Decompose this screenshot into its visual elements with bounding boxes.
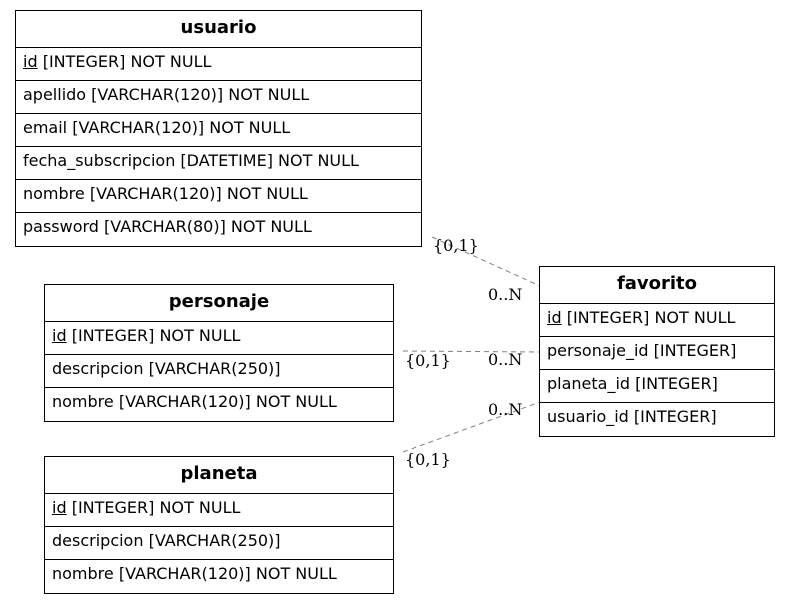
personaje-link-one-cardinality: {0,1} <box>405 351 451 370</box>
usuario-title: usuario <box>16 11 421 48</box>
usuario-password-column: password [VARCHAR(80)] NOT NULL <box>23 217 312 236</box>
primary-key-label: id <box>547 308 562 327</box>
planeta-title: planeta <box>45 457 393 494</box>
personaje-link-many-cardinality: 0..N <box>488 350 523 369</box>
usuario-table[interactable]: usuario id [INTEGER] NOT NULL apellido [… <box>15 10 422 247</box>
usuario-favorito-link <box>431 236 541 287</box>
planeta-nombre-column: nombre [VARCHAR(120)] NOT NULL <box>52 564 337 583</box>
primary-key-label: id <box>52 326 67 345</box>
planeta-descripcion-column: descripcion [VARCHAR(250)] <box>45 527 393 560</box>
primary-key-label: id <box>52 498 67 517</box>
personaje-title: personaje <box>45 285 393 322</box>
favorito-usuario-id-column: usuario_id [INTEGER] <box>547 407 717 426</box>
personaje-descripcion-column: descripcion [VARCHAR(250)] <box>45 355 393 388</box>
favorito-table[interactable]: favorito id [INTEGER] NOT NULL personaje… <box>539 266 775 437</box>
usuario-apellido-column: apellido [VARCHAR(120)] NOT NULL <box>16 81 421 114</box>
usuario-id-column: id [INTEGER] NOT NULL <box>16 48 421 81</box>
personaje-id-column: id [INTEGER] NOT NULL <box>45 322 393 355</box>
planeta-link-one-cardinality: {0,1} <box>405 450 451 469</box>
usuario-link-many-cardinality: 0..N <box>488 285 523 304</box>
personaje-table[interactable]: personaje id [INTEGER] NOT NULL descripc… <box>44 284 394 422</box>
planeta-id-column: id [INTEGER] NOT NULL <box>45 494 393 527</box>
usuario-fecha-subscripcion-column: fecha_subscripcion [DATETIME] NOT NULL <box>16 147 421 180</box>
personaje-nombre-column: nombre [VARCHAR(120)] NOT NULL <box>52 392 337 411</box>
favorito-planeta-id-column: planeta_id [INTEGER] <box>540 370 774 403</box>
favorito-personaje-id-column: personaje_id [INTEGER] <box>540 337 774 370</box>
usuario-nombre-column: nombre [VARCHAR(120)] NOT NULL <box>16 180 421 213</box>
primary-key-label: id <box>23 52 38 71</box>
planeta-table[interactable]: planeta id [INTEGER] NOT NULL descripcio… <box>44 456 394 594</box>
usuario-link-one-cardinality: {0,1} <box>433 236 479 255</box>
favorito-title: favorito <box>540 267 774 304</box>
personaje-favorito-link <box>402 350 541 353</box>
planeta-favorito-link <box>402 401 541 453</box>
favorito-id-column: id [INTEGER] NOT NULL <box>540 304 774 337</box>
usuario-email-column: email [VARCHAR(120)] NOT NULL <box>16 114 421 147</box>
planeta-link-many-cardinality: 0..N <box>488 400 523 419</box>
